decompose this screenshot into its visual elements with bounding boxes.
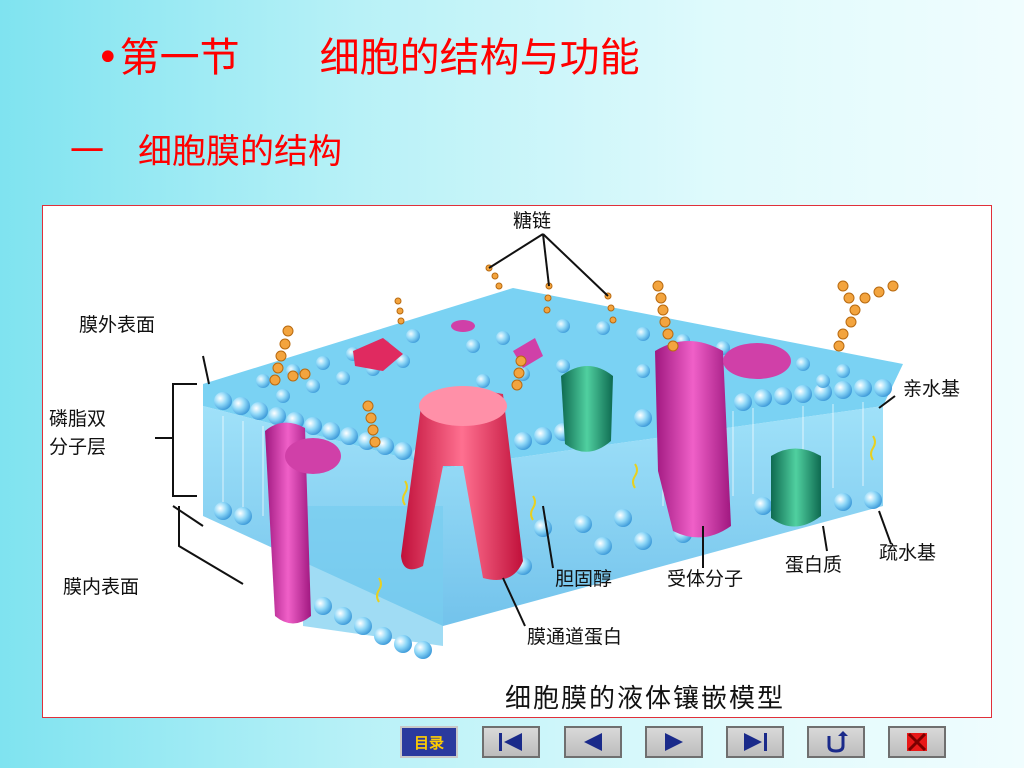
- first-slide-button[interactable]: [482, 726, 540, 758]
- exit-icon: [907, 732, 927, 752]
- receptor-protein-top: [723, 343, 791, 379]
- return-button[interactable]: [807, 726, 865, 758]
- protein-surface-tiny: [451, 320, 475, 332]
- label-hydrophobic: 疏水基: [879, 542, 937, 564]
- leader-lines: [155, 233, 896, 627]
- lipid-heads-top: [214, 379, 892, 465]
- label-hydrophilic: 亲水基: [903, 378, 961, 400]
- slide-subtitle: 一 细胞膜的结构: [70, 132, 342, 172]
- receptor-protein: [655, 341, 731, 538]
- protein-green-lower: [771, 448, 821, 527]
- previous-icon: [584, 733, 602, 751]
- label-receptor: 受体分子: [667, 568, 744, 590]
- channel-protein-top: [419, 386, 507, 426]
- label-glycan: 糖链: [513, 210, 552, 232]
- last-slide-icon: [744, 733, 767, 751]
- menu-button-label: 目录: [413, 733, 444, 752]
- protein-magenta-left: [265, 422, 311, 624]
- protein-green-upper: [561, 366, 613, 452]
- membrane-figure: 糖链 膜外表面 磷脂双 分子层 膜内表面 亲水基 疏水基 蛋白质 受体分子 胆固…: [42, 205, 992, 718]
- protein-magenta-bump: [285, 438, 341, 474]
- exit-button[interactable]: [888, 726, 946, 758]
- figure-caption: 细胞膜的液体镶嵌模型: [505, 684, 786, 714]
- protein-surface-red: [353, 338, 403, 371]
- membrane-illustration: [155, 233, 903, 659]
- return-icon: [827, 731, 848, 753]
- menu-button[interactable]: 目录: [400, 726, 458, 758]
- label-channel-protein: 膜通道蛋白: [527, 626, 623, 648]
- last-slide-button[interactable]: [726, 726, 784, 758]
- previous-button[interactable]: [564, 726, 622, 758]
- label-bilayer-line1: 磷脂双: [49, 408, 107, 430]
- channel-protein: [401, 390, 523, 580]
- cholesterol-molecules: [376, 435, 876, 603]
- label-cholesterol: 胆固醇: [555, 568, 613, 590]
- label-bilayer-line2: 分子层: [49, 436, 107, 458]
- label-protein: 蛋白质: [785, 554, 843, 576]
- first-slide-icon: [499, 733, 522, 751]
- next-button[interactable]: [645, 726, 703, 758]
- membrane-top-surface: [203, 288, 903, 468]
- label-inner-surface: 膜内表面: [63, 576, 140, 598]
- slide-title: •第一节 细胞的结构与功能: [96, 35, 640, 81]
- glycan-chains: [269, 264, 899, 448]
- next-icon: [665, 733, 683, 751]
- label-outer-surface: 膜外表面: [79, 314, 156, 336]
